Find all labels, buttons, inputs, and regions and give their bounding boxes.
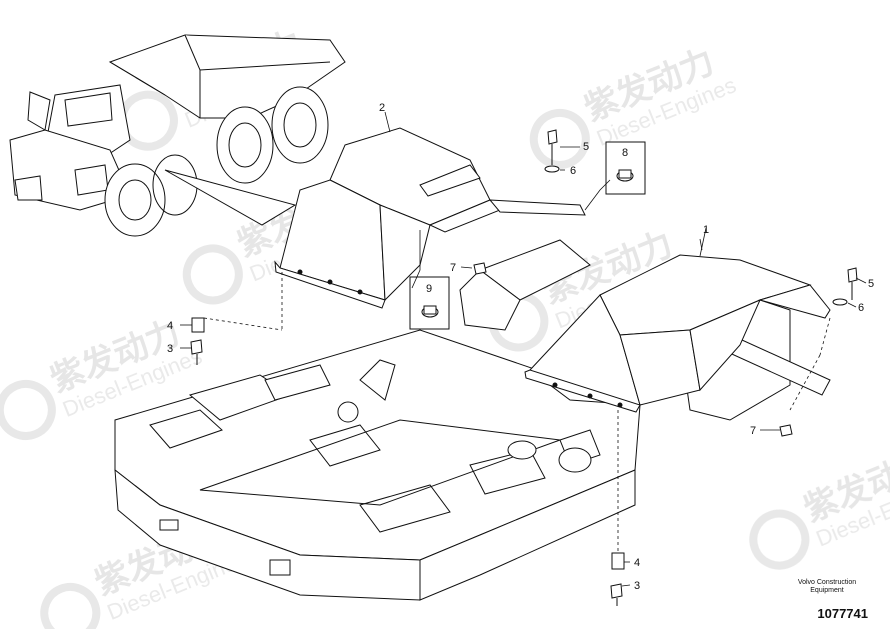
bolt-icon xyxy=(190,339,203,355)
callout-6-right: 6 xyxy=(858,302,864,314)
frame-chassis xyxy=(114,239,831,601)
drawing-id: 1077741 xyxy=(817,606,868,621)
part-8-box xyxy=(605,141,646,195)
callout-5-top: 5 xyxy=(583,141,589,153)
callout-7-top: 7 xyxy=(450,262,456,274)
callout-3-left: 3 xyxy=(167,343,173,355)
footer-brand: Volvo Construction Equipment xyxy=(782,579,872,595)
bolt-icon xyxy=(547,129,558,145)
spacer-icon xyxy=(611,552,625,570)
washer-icon xyxy=(832,298,848,306)
dump-truck-inset xyxy=(9,34,346,237)
washer-icon xyxy=(544,165,560,173)
fender-part-1 xyxy=(524,254,831,413)
part-9-box xyxy=(409,276,450,330)
callout-4-bottom: 4 xyxy=(634,557,640,569)
footer-brand-line1: Volvo Construction xyxy=(797,579,857,586)
watermark-logo-icon xyxy=(749,509,810,570)
watermark-logo-icon xyxy=(182,244,243,305)
footer-brand-line2: Equipment xyxy=(810,587,844,594)
bolt-icon xyxy=(847,267,858,283)
leader-lines xyxy=(180,111,867,587)
callout-6-top: 6 xyxy=(570,165,576,177)
nut-icon xyxy=(779,424,793,437)
bolt-icon xyxy=(610,583,623,599)
callout-1: 1 xyxy=(703,224,709,236)
callout-5-right: 5 xyxy=(868,278,874,290)
watermark-logo-icon xyxy=(40,582,101,629)
callouts: 2 1 5 6 8 9 7 4 3 5 6 7 4 3 xyxy=(167,102,874,592)
fender-part-2 xyxy=(274,127,586,309)
callout-8: 8 xyxy=(622,147,628,159)
dashed-guides xyxy=(203,272,831,553)
fasteners xyxy=(190,129,858,606)
watermark-logo-icon xyxy=(529,108,590,169)
callout-2: 2 xyxy=(379,102,385,114)
callout-7-right: 7 xyxy=(750,425,756,437)
callout-9: 9 xyxy=(426,283,432,295)
spacer-icon xyxy=(191,317,205,333)
callout-4-left: 4 xyxy=(167,320,173,332)
watermark-logo-icon xyxy=(0,379,56,440)
nut-icon xyxy=(473,262,487,275)
callout-3-bottom: 3 xyxy=(634,580,640,592)
